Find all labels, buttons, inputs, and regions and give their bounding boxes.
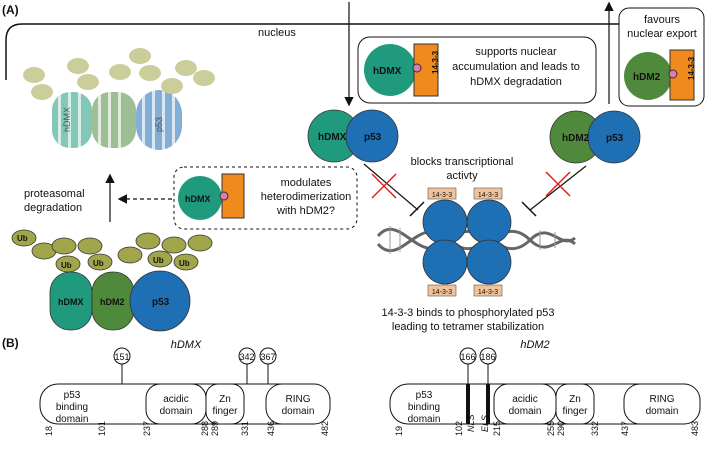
p53-tetramer [422,199,512,285]
hdm2-p53-complex [549,110,641,164]
hdmx-sites [113,347,277,384]
tetramer-caption-2: leading to tetramer stabilization [392,321,544,333]
ub-label-5: Ub [179,259,190,268]
panel-b-label: (B) [2,336,19,350]
supports-1433-label: 14-3-3 [431,50,440,74]
center-hdmx-label: hDMX [318,132,347,143]
favours-hdm2-label: hDM2 [633,72,661,83]
tag-label-3: 14-3-3 [432,289,452,296]
ub-hdm2-label: hDM2 [100,297,125,307]
svg-text:436: 436 [266,421,276,436]
ub-label-2: Ub [61,261,72,270]
1433-tags [427,187,503,297]
modulates-text-3: with hDM2? [276,205,335,217]
inhibition-right [521,165,587,217]
svg-text:437: 437 [620,421,630,436]
favours-text-2: nuclear export [627,28,697,40]
supports-hdmx-label: hDMX [373,66,402,77]
supports-text-3: hDMX degradation [470,76,562,88]
inhibition-left [363,163,425,217]
svg-text:102: 102 [454,421,464,436]
hdmx-ring-domain [265,383,331,425]
supports-hdmx-1433 [364,43,439,97]
nucleus-label: nucleus [258,27,296,39]
panel-a-label: (A) [2,3,19,17]
faded-p53-label: p53 [154,117,164,132]
hdm2-map-title: hDM2 [520,339,549,351]
hdm2-nls-label: NLS [466,414,476,432]
svg-text:101: 101 [97,421,107,436]
ub-label-1: Ub [17,234,28,243]
svg-text:215: 215 [492,421,502,436]
hdm2-site-166: 166 [460,352,475,362]
nucleus-boundary [5,23,704,80]
modulates-hdmx-label: hDMX [185,194,211,204]
degraded-complex [23,48,215,150]
blocks-text-1: blocks transcriptional [411,156,514,168]
proteasomal-text-2: degradation [24,202,82,214]
tag-label-2: 14-3-3 [478,192,498,199]
right-hdm2-label: hDM2 [562,133,590,144]
hdm2-ring-domain [623,383,701,425]
modulates-hdmx-1433 [178,173,245,220]
svg-text:332: 332 [590,421,600,436]
supports-text-1: supports nuclear [475,46,557,58]
ub-label-3: Ub [93,259,104,268]
hdm2-site-186: 186 [480,352,495,362]
hdmx-zn-domain [205,383,245,425]
svg-text:483: 483 [690,421,700,436]
svg-text:255: 255 [546,421,556,436]
ub-p53-label: p53 [152,297,170,308]
hdm2-sites [459,347,497,384]
blocks-text-2: activty [446,170,478,182]
hdm2-els-label: ELS [480,415,490,432]
hdmx-site-151: 151 [114,352,129,362]
svg-text:482: 482 [320,421,330,436]
supports-text-2: accumulation and leads to [452,61,580,73]
hdm2-els [486,384,490,424]
tag-label-1: 14-3-3 [432,192,452,199]
svg-text:18: 18 [44,426,54,436]
modulates-box [173,166,358,230]
hdmx-ticks: 18 101 237 288 289 331 436 482 [44,421,330,436]
svg-text:237: 237 [142,421,152,436]
faded-hdmx-label: hDMX [62,107,72,132]
ub-label-4: Ub [153,256,164,265]
modulates-text-2: heterodimerization [261,191,352,203]
hdm2-ticks: 19 102 215 255 290 332 437 483 [394,421,700,436]
svg-text:290: 290 [556,421,566,436]
svg-text:289: 289 [210,421,220,436]
tag-label-4: 14-3-3 [478,289,498,296]
hdmx-site-367: 367 [260,352,275,362]
proteasomal-text-1: proteasomal [24,188,85,200]
hdm2-nls [466,384,470,424]
svg-text:19: 19 [394,426,404,436]
right-p53-label: p53 [606,133,624,144]
hdmx-site-342: 342 [239,352,254,362]
favours-hdm2-1433 [624,49,695,101]
ub-complex [49,270,191,332]
tetramer-caption-1: 14-3-3 binds to phosphorylated p53 [381,307,554,319]
ub-hdmx-label: hDMX [58,297,84,307]
center-p53-label: p53 [364,132,382,143]
hdm2-zn-domain [555,383,595,425]
hdmx-p53-complex [307,109,399,163]
ub-chain [11,229,213,273]
svg-text:331: 331 [240,421,250,436]
modulates-text-1: modulates [281,177,332,189]
favours-1433-label: 14-3-3 [687,56,696,80]
hdmx-map-title: hDMX [171,339,202,351]
svg-text:288: 288 [200,421,210,436]
favours-text-1: favours [644,14,681,26]
